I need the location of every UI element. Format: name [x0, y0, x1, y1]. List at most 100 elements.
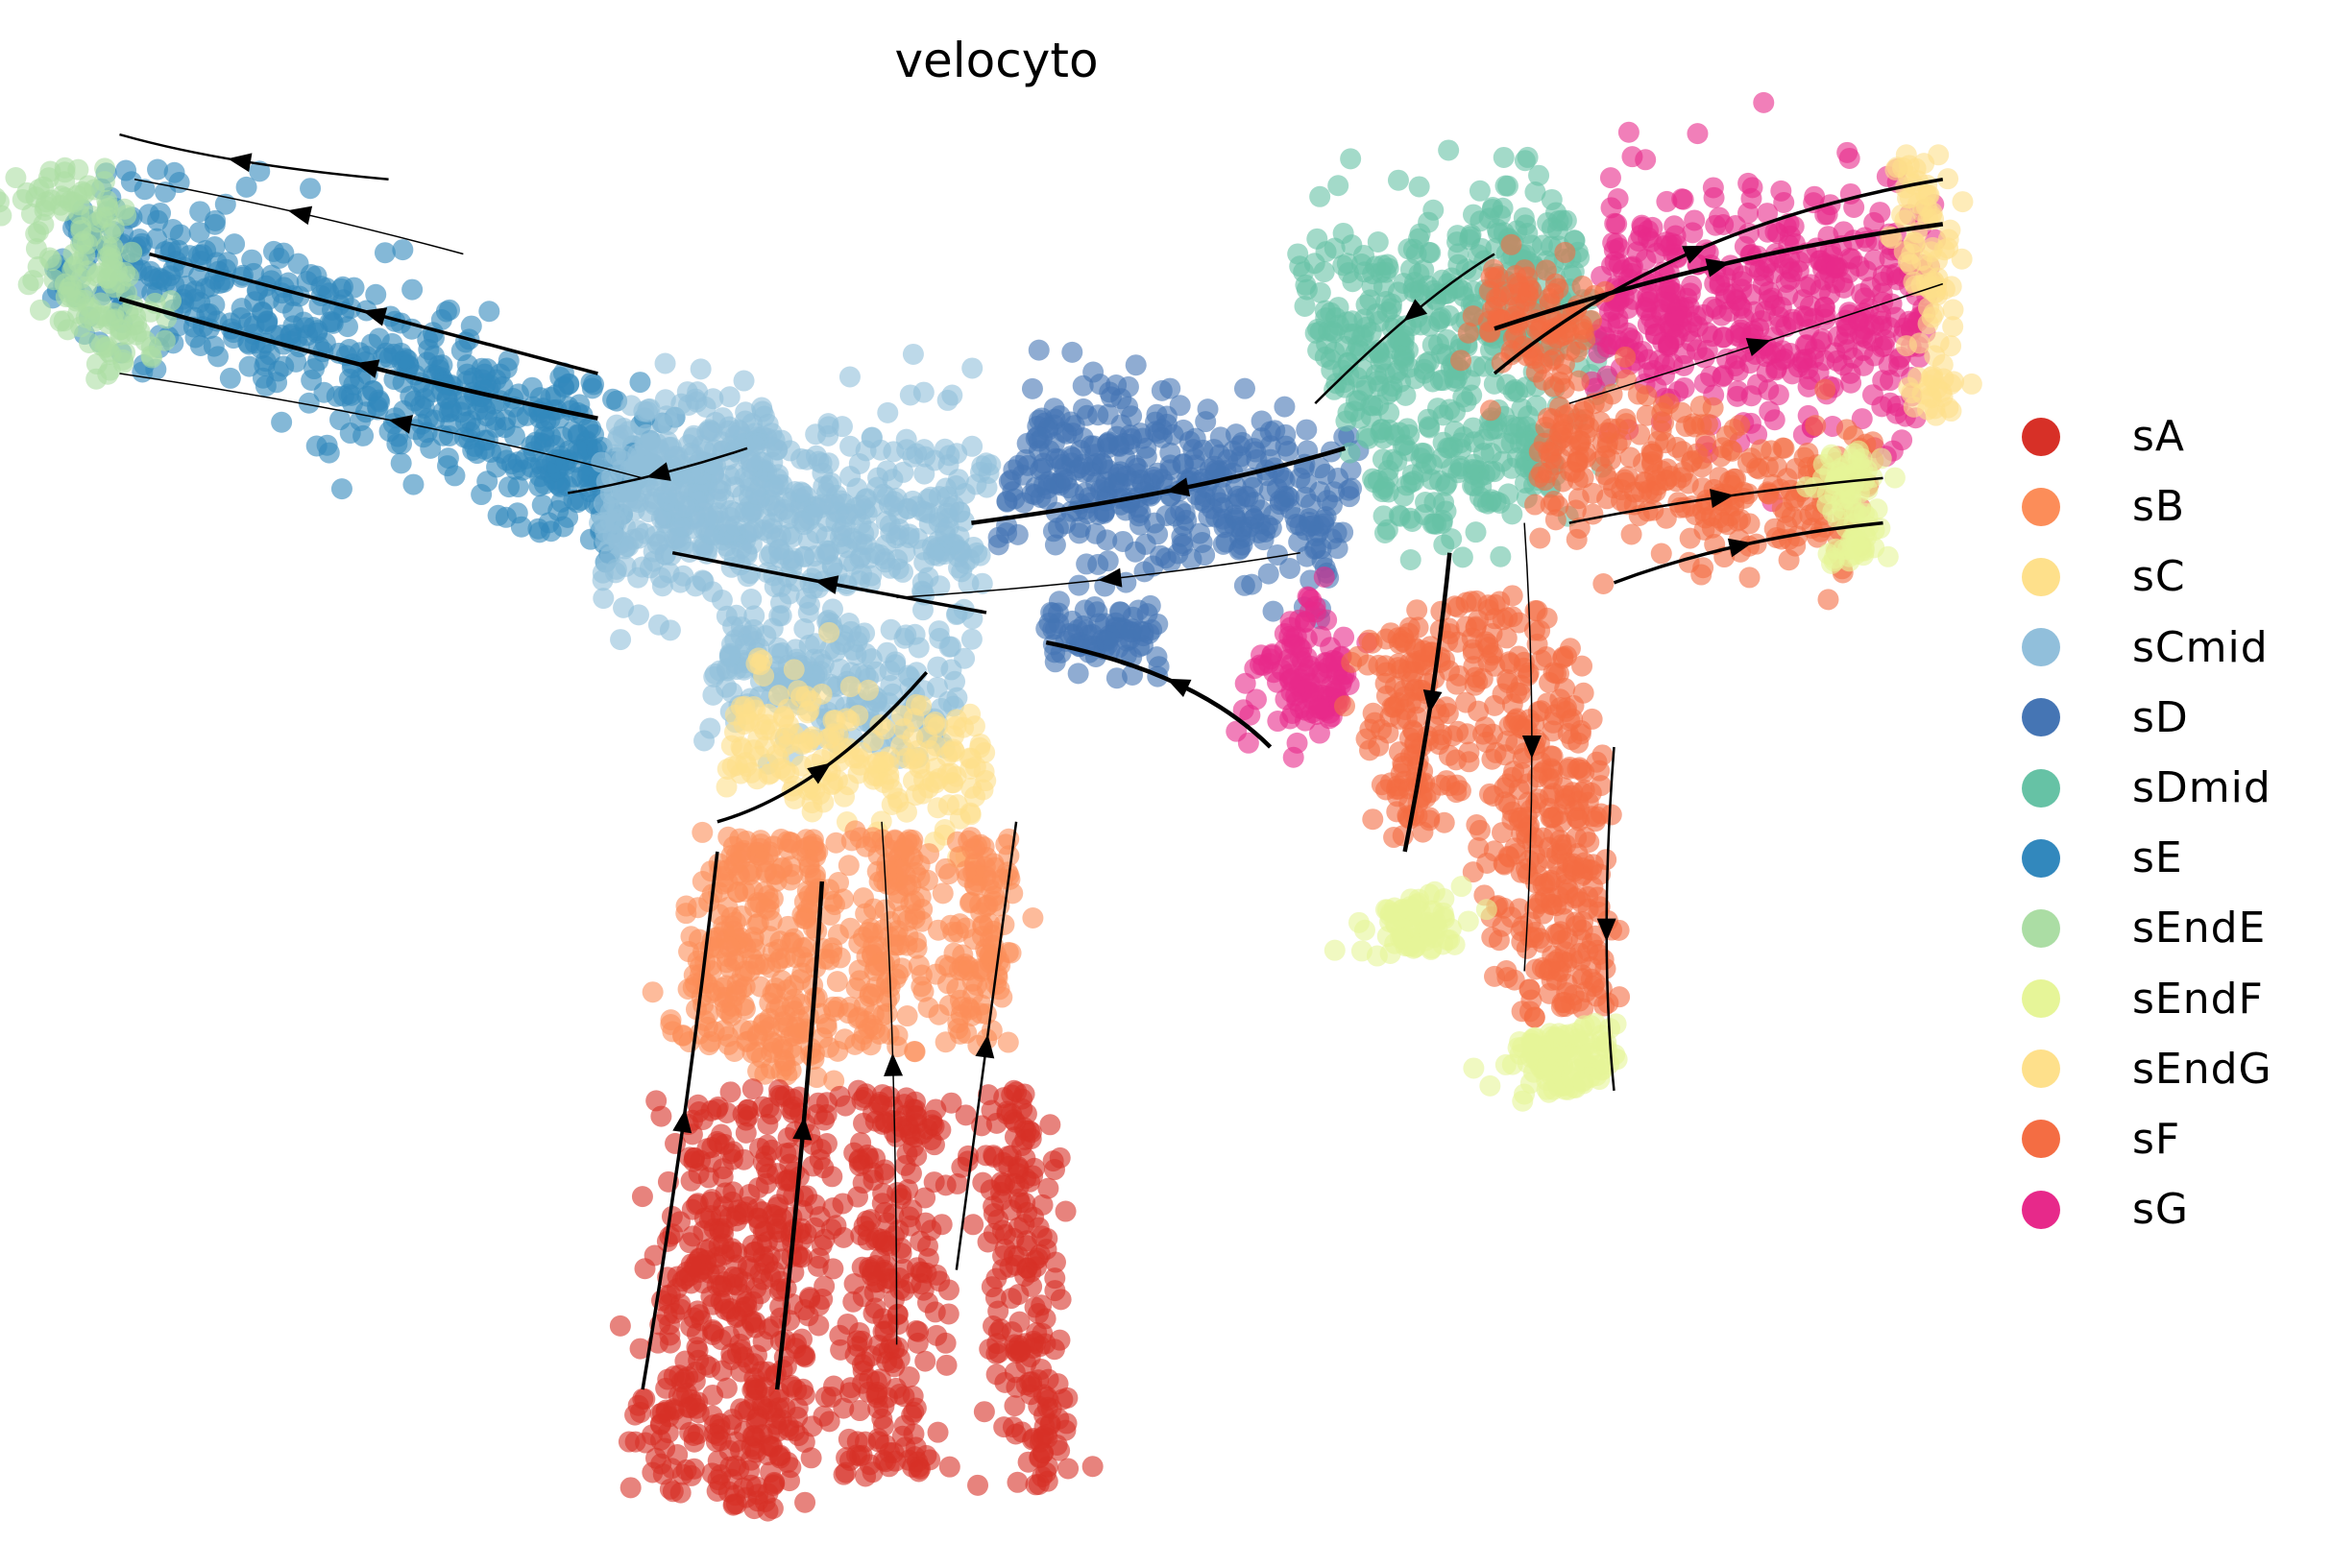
point-sF: [1543, 951, 1566, 973]
point-sDmid: [1339, 442, 1361, 464]
point-sF: [1636, 385, 1658, 407]
point-sE: [515, 447, 537, 470]
point-sG: [1599, 167, 1621, 189]
point-sF: [1341, 651, 1363, 673]
point-sF: [1721, 440, 1743, 462]
point-sDmid: [1455, 391, 1477, 413]
point-sG: [1279, 668, 1301, 690]
point-sD: [1056, 469, 1078, 491]
point-sCmid: [688, 482, 710, 504]
point-sF: [1397, 622, 1420, 644]
point-sD: [1147, 462, 1169, 484]
point-sF: [1510, 920, 1532, 942]
point-sF: [1359, 739, 1381, 761]
point-sD: [1128, 505, 1150, 527]
point-sCmid: [639, 557, 661, 579]
point-sE: [538, 512, 560, 534]
point-sE: [204, 294, 226, 316]
point-sD: [1112, 530, 1134, 552]
point-sCmid: [937, 517, 960, 539]
point-sF: [1535, 259, 1557, 281]
point-sCmid: [817, 474, 839, 496]
point-sF: [1780, 479, 1802, 501]
point-sD: [1087, 404, 1109, 426]
point-sEndF: [1869, 518, 1891, 540]
point-sE: [403, 390, 425, 412]
point-sG: [1754, 301, 1776, 323]
point-sDmid: [1332, 254, 1354, 277]
point-sF: [1758, 483, 1780, 505]
point-sCmid: [950, 541, 972, 563]
point-sDmid: [1391, 345, 1413, 367]
point-sDmid: [1541, 188, 1563, 210]
point-sC: [858, 679, 880, 701]
point-sC: [811, 683, 833, 705]
point-sF: [1514, 259, 1536, 281]
point-sC: [801, 792, 823, 814]
point-sCmid: [917, 567, 939, 589]
point-sF: [1529, 527, 1551, 549]
point-sF: [1675, 416, 1697, 438]
point-sF: [1568, 809, 1591, 832]
point-sCmid: [702, 461, 724, 483]
point-sF: [1691, 477, 1713, 499]
point-sF: [1547, 663, 1569, 685]
point-sF: [1607, 418, 1629, 440]
point-sCmid: [789, 481, 812, 503]
point-sEndF: [1512, 1090, 1534, 1112]
point-sDmid: [1463, 453, 1485, 475]
point-sF: [1496, 730, 1518, 752]
point-sG: [1653, 235, 1675, 257]
point-sC: [788, 680, 810, 702]
point-sDmid: [1307, 318, 1329, 340]
point-sD: [1278, 557, 1300, 579]
point-sE: [510, 516, 532, 538]
point-sCmid: [770, 575, 792, 597]
point-sDmid: [1393, 328, 1415, 350]
point-sF: [1690, 564, 1713, 586]
point-sF: [1738, 513, 1761, 535]
point-sCmid: [912, 381, 935, 403]
point-sF: [1567, 370, 1590, 392]
point-sEndG: [1937, 237, 1959, 259]
point-sCmid: [593, 588, 615, 610]
point-sG: [1232, 699, 1254, 721]
point-sCmid: [911, 599, 934, 621]
point-sCmid: [907, 527, 929, 549]
point-sEndG: [1904, 231, 1926, 253]
point-sEndF: [1402, 937, 1424, 959]
point-sF: [1554, 241, 1576, 263]
point-sG: [1612, 259, 1634, 281]
point-sG: [1758, 281, 1780, 303]
point-sE: [495, 506, 517, 528]
point-sC: [818, 621, 840, 643]
point-sG: [1289, 697, 1311, 719]
point-sDmid: [1306, 228, 1328, 250]
point-sB: [838, 855, 860, 877]
point-sC: [847, 762, 869, 784]
point-sCmid: [961, 357, 984, 379]
point-sE: [547, 458, 569, 480]
point-sCmid: [883, 441, 905, 463]
point-sD: [1333, 426, 1355, 448]
point-sE: [444, 465, 466, 487]
point-sF: [1535, 646, 1557, 668]
point-sF: [1500, 233, 1522, 255]
point-sCmid: [674, 495, 696, 518]
point-sB: [734, 880, 756, 903]
point-sDmid: [1352, 244, 1374, 266]
point-sF: [1805, 415, 1827, 437]
point-sD: [1109, 601, 1131, 623]
point-sE: [147, 158, 169, 181]
point-sG: [1226, 720, 1248, 742]
point-sC: [754, 736, 776, 758]
point-sE: [456, 363, 478, 385]
point-sEndF: [1350, 940, 1372, 962]
point-sC: [964, 785, 986, 808]
point-sE: [343, 277, 365, 299]
point-sE: [238, 355, 260, 377]
point-sCmid: [651, 575, 673, 597]
point-sEndE: [43, 269, 65, 291]
point-sCmid: [969, 544, 991, 567]
point-sF: [1564, 461, 1586, 483]
